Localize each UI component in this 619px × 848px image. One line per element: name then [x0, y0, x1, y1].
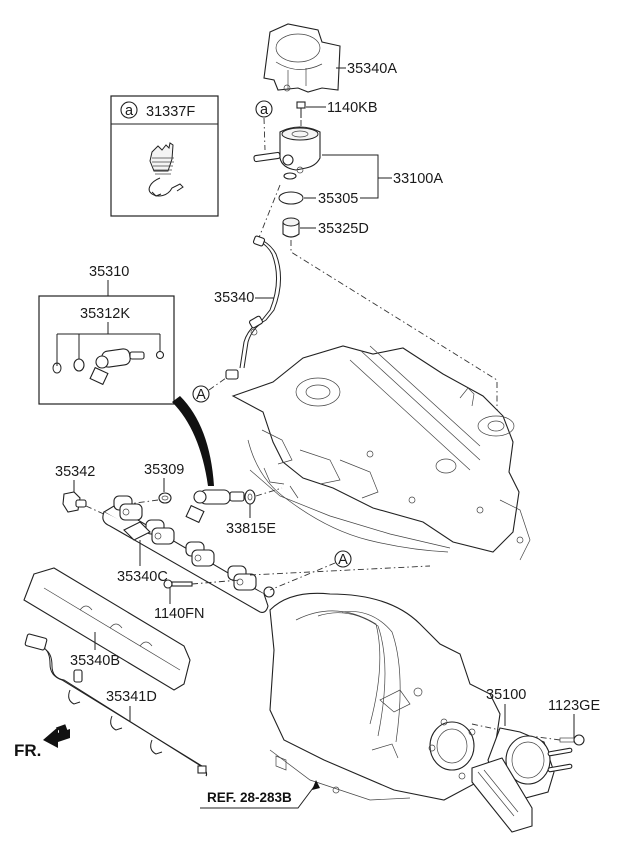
part-label-1140kb: 1140KB	[327, 100, 378, 116]
intake-manifold	[269, 592, 501, 801]
bolt-1140fn: 1140FN	[154, 579, 241, 622]
callout-A-left: A	[192, 377, 227, 403]
part-label-35341d: 35341D	[106, 689, 157, 705]
part-label-35310: 35310	[89, 264, 129, 280]
callout-A-left-label: A	[196, 387, 206, 403]
bolt-1140kb: 1140KB	[296, 100, 378, 160]
callout-A-right-label: A	[338, 552, 348, 568]
inset-marker-circle	[120, 101, 138, 119]
part-label-35340: 35340	[214, 290, 254, 306]
part-label-35325d: 35325D	[318, 221, 369, 237]
pointer-arrow	[172, 396, 214, 486]
callout-A-right: A	[249, 550, 431, 591]
part-label-35340a: 35340A	[347, 61, 397, 77]
clip-35309: 35309	[127, 462, 184, 505]
part-label-35305: 35305	[318, 191, 358, 207]
lifter-35325d: 35325D	[282, 217, 498, 410]
harness-35341d: 35341D	[24, 633, 208, 777]
rail-cup-3	[185, 541, 215, 567]
rail-cup-4	[227, 565, 257, 591]
part-label-35340c: 35340C	[117, 569, 168, 585]
part-label-35309: 35309	[144, 462, 184, 478]
injector	[185, 489, 245, 524]
pump-cover: 35340A	[263, 23, 397, 93]
injector-icon	[89, 348, 145, 386]
part-label-35342: 35342	[55, 464, 95, 480]
o-ring-35305: 35305	[278, 191, 358, 207]
clamp-boot-icon	[148, 142, 184, 197]
front-label: FR.	[14, 741, 41, 760]
part-label-35340b: 35340B	[70, 653, 120, 669]
part-label-33100a: 33100A	[393, 171, 443, 187]
rail-cover-35340b: 35340B	[23, 567, 191, 691]
inset-box-31337f: a 31337F	[110, 95, 219, 217]
callout-a-label: a	[260, 102, 269, 118]
front-arrow-icon	[46, 724, 68, 742]
injector-kit-frame	[38, 295, 175, 405]
injector-kit-box: 35310 35312K	[38, 264, 175, 405]
rail-cup-2	[145, 519, 175, 545]
front-arrow-shape	[43, 727, 70, 748]
part-label-31337f: 31337F	[146, 104, 195, 120]
part-label-33815e: 33815E	[226, 521, 276, 537]
pressure-sensor-35342: 35342	[55, 464, 127, 525]
rail-cup-1	[113, 495, 143, 521]
seal-33815e: 33815E	[226, 487, 283, 537]
cylinder-head	[231, 345, 531, 561]
front-direction-indicator: FR.	[14, 724, 70, 760]
part-label-1140fn: 1140FN	[154, 606, 205, 622]
fuel-pipe-35340: 35340	[214, 184, 281, 380]
high-pressure-fuel-pump: 33100A	[253, 126, 443, 199]
part-label-35100: 35100	[486, 687, 526, 703]
fuel-rail-35340c: 35340C	[102, 495, 275, 613]
part-label-35312k: 35312K	[80, 306, 130, 322]
part-label-1123ge: 1123GE	[548, 698, 600, 714]
callout-a-top: a	[255, 100, 273, 151]
reference-label: REF. 28-283B	[200, 780, 320, 809]
ref-text: REF. 28-283B	[207, 790, 292, 805]
throttle-body-35100: 35100	[471, 687, 573, 833]
inset-marker-label: a	[125, 103, 134, 119]
bolt-1123ge: 1123GE	[529, 698, 600, 746]
